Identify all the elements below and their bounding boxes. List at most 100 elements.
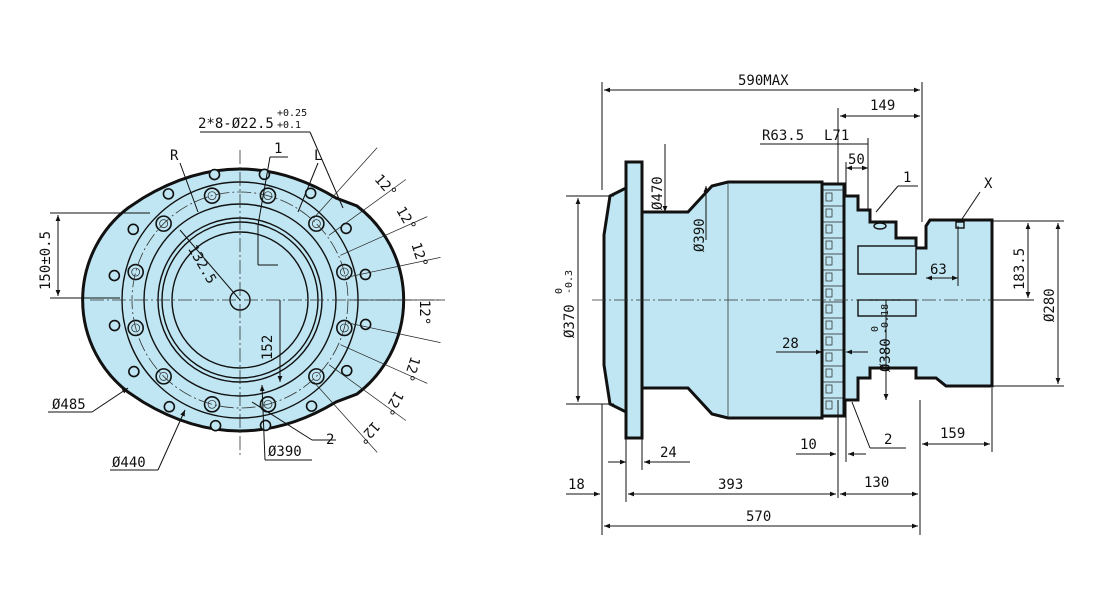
angle-ray bbox=[328, 364, 407, 421]
angle-ray bbox=[313, 381, 378, 453]
side-dia-390: Ø390 bbox=[692, 218, 708, 252]
outer-bolt-hole bbox=[209, 419, 222, 432]
fin-slot bbox=[825, 208, 833, 218]
fin-slot bbox=[825, 336, 833, 346]
outer-bolt-hole bbox=[127, 223, 140, 236]
label-x: X bbox=[984, 176, 993, 192]
side-view: 590MAX 149 R63.5 L71 50 1 X Ø470 Ø390 Ø3… bbox=[554, 73, 1064, 535]
port-x bbox=[955, 221, 965, 229]
dia-470: Ø470 bbox=[650, 176, 666, 210]
front-pitch-circle bbox=[131, 191, 349, 409]
fin-slot bbox=[825, 224, 833, 234]
dim-24: 24 bbox=[660, 445, 677, 461]
fin-slot bbox=[825, 272, 833, 282]
dim-590max: 590MAX bbox=[738, 73, 789, 89]
callout-2-leader bbox=[251, 401, 313, 441]
dim-393: 393 bbox=[718, 477, 743, 493]
dim-150: 150±0.5 bbox=[38, 231, 54, 290]
cooling-fins bbox=[822, 189, 844, 410]
outer-bolt-hole bbox=[359, 318, 372, 331]
adapter-block-top bbox=[857, 245, 917, 275]
label-R: R bbox=[170, 148, 179, 164]
angle-label: 12° bbox=[416, 300, 432, 325]
bolt-tol-upper: +0.25 bbox=[277, 108, 307, 119]
outer-bolt-hole bbox=[163, 400, 176, 413]
outer-bolt-hole bbox=[208, 168, 221, 181]
fin-slot bbox=[825, 384, 833, 394]
inner-bolt-hole-core bbox=[339, 267, 349, 277]
inner-bolt-hole bbox=[127, 263, 144, 281]
outer-bolt-hole bbox=[340, 364, 353, 377]
fin-slot bbox=[825, 240, 833, 250]
tol-370-lower: -0.3 bbox=[564, 270, 575, 294]
tol-380-upper: 0 bbox=[870, 326, 881, 332]
angle-ray bbox=[340, 344, 428, 384]
fin-slot bbox=[825, 400, 833, 410]
bolt-tol-lower: +0.1 bbox=[277, 120, 301, 131]
dia-440-leader bbox=[157, 409, 186, 471]
dim-28: 28 bbox=[782, 336, 799, 352]
angle-label: 12° bbox=[392, 204, 419, 234]
angle-ray bbox=[313, 147, 378, 219]
fin-slot bbox=[825, 304, 833, 314]
fin-slot bbox=[825, 192, 833, 202]
callout-1-leader bbox=[257, 156, 271, 226]
bolt-spec: 2*8-Ø22.5 bbox=[198, 116, 274, 132]
leader-L bbox=[297, 162, 319, 213]
inner-bolt-hole bbox=[203, 396, 221, 413]
x-leader bbox=[959, 191, 981, 223]
dia-280: Ø280 bbox=[1042, 288, 1058, 322]
inner-bolt-hole-core bbox=[131, 323, 141, 333]
front-callout-1: 1 bbox=[274, 141, 282, 157]
dia-370: Ø370 bbox=[562, 304, 578, 338]
outer-bolt-hole bbox=[359, 268, 372, 281]
inner-bolt-hole-core bbox=[159, 372, 168, 381]
inner-bolt-hole-core bbox=[159, 219, 168, 228]
fin-slot bbox=[825, 288, 833, 298]
outer-bolt-hole bbox=[305, 400, 318, 412]
dim-183: 183.5 bbox=[1012, 248, 1028, 290]
side-callout-2: 2 bbox=[884, 432, 892, 448]
side-adapter bbox=[842, 194, 994, 402]
dim-10: 10 bbox=[800, 437, 817, 453]
inner-bolt-hole-core bbox=[312, 219, 321, 228]
inner-bolt-hole-core bbox=[263, 191, 273, 201]
inner-bolt-hole-core bbox=[131, 267, 141, 277]
outer-bolt-hole bbox=[128, 365, 140, 378]
port-1 bbox=[873, 222, 887, 230]
fin-slot bbox=[825, 256, 833, 266]
inner-bolt-hole-core bbox=[207, 191, 217, 201]
angle-label: 12° bbox=[380, 388, 407, 418]
dim-149: 149 bbox=[870, 98, 895, 114]
dim-63: 63 bbox=[930, 262, 947, 278]
dim-l71: L71 bbox=[824, 128, 849, 144]
outer-bolt-hole bbox=[108, 269, 121, 282]
angle-ray bbox=[347, 322, 441, 343]
inner-bolt-hole-core bbox=[263, 399, 273, 409]
tol-380-lower: -0.18 bbox=[880, 304, 891, 334]
angle-label: 12° bbox=[354, 418, 383, 448]
dia-390-leader bbox=[259, 384, 266, 461]
dia-380: Ø380 bbox=[878, 338, 894, 372]
bolt-spec-leader bbox=[309, 131, 344, 209]
dim-570: 570 bbox=[746, 509, 771, 525]
angle-ray bbox=[328, 179, 407, 236]
angle-ray bbox=[347, 257, 441, 278]
angle-ray bbox=[340, 216, 428, 256]
dim-18: 18 bbox=[568, 477, 585, 493]
fin-slot bbox=[825, 320, 833, 330]
outer-bolt-hole bbox=[340, 222, 352, 235]
fin-slot bbox=[825, 352, 833, 362]
front-callout-2: 2 bbox=[326, 432, 334, 448]
tol-370-upper: 0 bbox=[554, 288, 565, 294]
dim-50: 50 bbox=[848, 152, 865, 168]
dim-159: 159 bbox=[940, 426, 965, 442]
outer-bolt-hole bbox=[162, 188, 175, 200]
side-callout-1: 1 bbox=[903, 170, 911, 186]
dia-485-leader bbox=[91, 387, 129, 413]
side-callout-1-leader bbox=[875, 185, 899, 213]
label-L: L bbox=[314, 148, 322, 164]
outer-bolt-hole bbox=[108, 319, 121, 332]
dim-r63: R63.5 bbox=[762, 128, 804, 144]
inner-bolt-hole-core bbox=[312, 372, 321, 381]
